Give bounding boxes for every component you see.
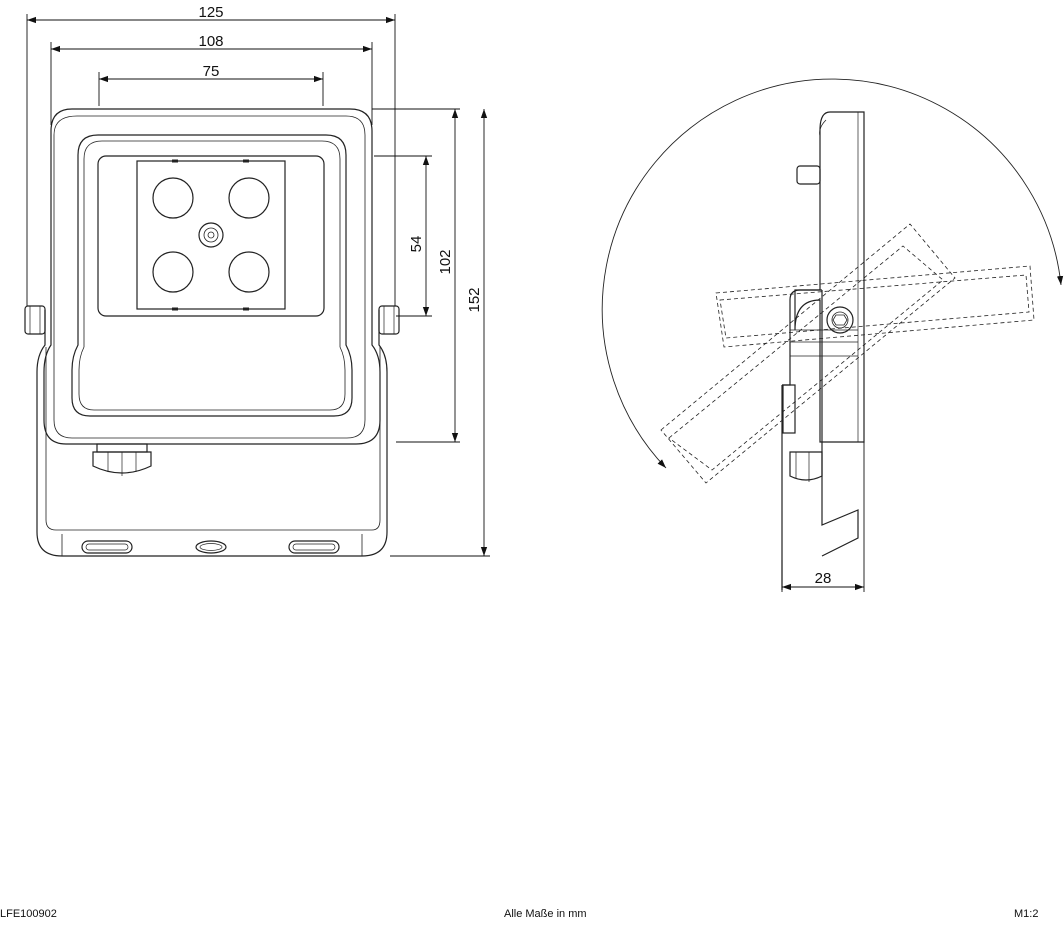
mounting-bracket bbox=[36, 310, 388, 557]
side-tab bbox=[796, 165, 821, 185]
side-housing bbox=[794, 111, 865, 443]
front-dimension-labels: 125 108 75 54 102 152 bbox=[198, 4, 483, 313]
mounting-slot-right bbox=[288, 540, 340, 554]
front-view bbox=[24, 108, 400, 557]
dim-label-height-body: 102 bbox=[437, 249, 454, 274]
led-lens bbox=[152, 177, 194, 219]
led-plate bbox=[136, 160, 286, 310]
glass-window bbox=[97, 155, 325, 317]
cable-gland bbox=[92, 443, 152, 476]
side-cable-gland bbox=[782, 384, 823, 482]
pivot-screw bbox=[826, 306, 854, 334]
led-lens bbox=[228, 177, 270, 219]
side-bracket bbox=[781, 289, 859, 590]
dim-label-width-led-plate: 75 bbox=[203, 63, 220, 80]
dim-label-height-led-plate: 54 bbox=[408, 236, 425, 253]
tilt-range-arc bbox=[601, 78, 1064, 469]
dim-label-height-overall: 152 bbox=[466, 287, 483, 312]
led-lens bbox=[152, 251, 194, 293]
dim-label-depth: 28 bbox=[815, 570, 832, 587]
scale-label: M1:2 bbox=[1014, 908, 1039, 920]
tilted-position-ghost bbox=[660, 223, 1035, 484]
dim-label-width-body: 108 bbox=[198, 33, 223, 50]
article-number: LFE100902 bbox=[0, 908, 57, 920]
front-frame bbox=[71, 134, 353, 417]
units-note: Alle Maße in mm bbox=[504, 908, 587, 920]
side-dimensions bbox=[781, 442, 865, 592]
mounting-slot-left bbox=[81, 540, 133, 554]
dim-label-width-overall: 125 bbox=[198, 4, 223, 21]
side-view bbox=[601, 78, 1064, 590]
led-lens bbox=[228, 251, 270, 293]
housing-outline bbox=[43, 108, 381, 445]
front-dimensions bbox=[26, 14, 490, 557]
center-sensor bbox=[198, 222, 224, 248]
mounting-hole-center bbox=[195, 540, 227, 554]
pivot-knob-right bbox=[378, 305, 400, 335]
pivot-knob-left bbox=[24, 305, 46, 335]
